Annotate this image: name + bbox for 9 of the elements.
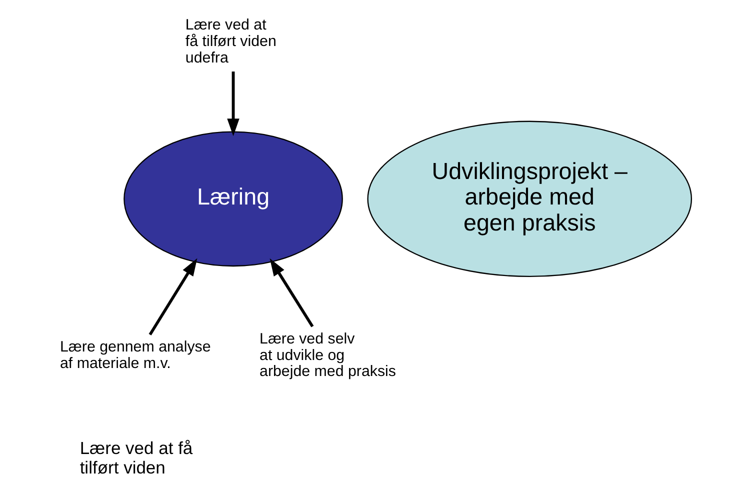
node-ellipse: Udviklingsprojekt – arbejde med egen praksis xyxy=(366,120,692,278)
arrow xyxy=(148,258,197,336)
node-text: Lære ved at få tilført viden udefra xyxy=(184,16,276,66)
arrow xyxy=(226,72,239,136)
node-ellipse: Læring xyxy=(123,131,342,267)
node-text: Lære gennem analyse af materiale m.v. xyxy=(60,338,210,372)
arrow xyxy=(269,258,314,328)
node-text: Lære ved selv at udvikle og arbejde med praksis xyxy=(259,330,396,380)
label: Lære ved at få tilført viden xyxy=(79,438,192,478)
